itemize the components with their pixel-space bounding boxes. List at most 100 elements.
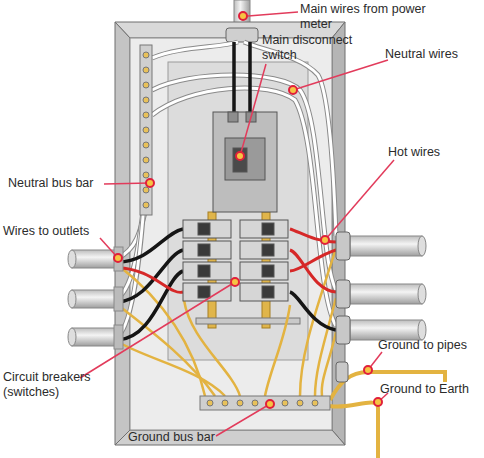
- red-hot-wire: [118, 268, 183, 292]
- black-hot-wire: [290, 292, 336, 330]
- main-breaker: [233, 148, 247, 172]
- circuit-breaker: [240, 262, 288, 280]
- leader-line: [104, 183, 150, 184]
- leader-line: [248, 12, 298, 16]
- neutral-bus-bar: [140, 45, 152, 215]
- ground-wire: [118, 248, 336, 396]
- circuit-breaker: [262, 223, 274, 235]
- ground-bus-bar: [297, 400, 303, 406]
- feeder-conduit: [336, 316, 350, 344]
- ground-electrode-wire: [330, 403, 378, 458]
- leader-line: [80, 12, 394, 436]
- callout-dot: [289, 86, 297, 94]
- callout-label: Hot wires: [388, 145, 482, 160]
- feeder-conduit: [418, 236, 426, 256]
- leader-line: [240, 64, 266, 156]
- outlet-conduit: [68, 328, 76, 346]
- circuit-breaker: [262, 265, 274, 277]
- callout-dot: [236, 152, 244, 160]
- outlet-conduit: [114, 325, 123, 349]
- ground-bus-bar: [200, 396, 330, 410]
- outlet-conduit: [72, 250, 118, 268]
- callout-dot: [231, 278, 239, 286]
- main-breaker: [213, 112, 277, 212]
- neutral-bus-bar: [143, 52, 149, 58]
- circuit-breaker: [183, 220, 231, 238]
- callout-label: Neutral bus bar: [8, 176, 108, 191]
- feeder-conduit: [350, 236, 422, 256]
- callout-label: Ground bus bar: [128, 430, 240, 445]
- callout-dot: [364, 366, 372, 374]
- circuit-breaker: [198, 223, 210, 235]
- neutral-bus-bar: [140, 45, 152, 215]
- circuit-breaker: [183, 241, 231, 259]
- callout-label: Circuit breakers (switches): [3, 370, 115, 400]
- feeder-conduit: [336, 280, 350, 308]
- red-hot-wire: [290, 250, 336, 271]
- feeder-conduit: [336, 232, 350, 260]
- circuit-breaker: [198, 244, 210, 256]
- neutral-wire: [152, 42, 238, 58]
- ground-wire: [184, 300, 240, 396]
- circuit-breaker: [240, 220, 288, 238]
- outlet-conduit: [72, 290, 118, 308]
- neutral-bus-bar: [143, 82, 149, 88]
- feeder-conduit: [418, 320, 426, 340]
- callout-dot: [266, 400, 274, 408]
- neutral-bus-bar: [143, 142, 149, 148]
- outlet-conduit: [114, 287, 123, 311]
- main-breaker: [225, 138, 265, 180]
- neutral-bus-bar: [143, 97, 149, 103]
- ground-bus-bar: [282, 400, 288, 406]
- callout-label: Main wires from power meter: [300, 2, 440, 32]
- circuit-breaker: [240, 283, 288, 301]
- neutral-bus-bar: [143, 127, 149, 133]
- circuit-breaker: [198, 286, 210, 298]
- circuit-breaker: [183, 220, 288, 301]
- outlet-conduit: [68, 290, 76, 308]
- feeder-conduit: [336, 362, 348, 382]
- circuit-breaker: [183, 283, 231, 301]
- callout-label: Wires to outlets: [3, 224, 115, 239]
- hot-bus-bar: [196, 318, 300, 324]
- feeder-conduit: [350, 320, 422, 340]
- leader-line: [325, 160, 394, 240]
- feeder-conduit: [418, 284, 426, 304]
- callout-dot: [114, 254, 122, 262]
- callout-dot: [239, 12, 247, 20]
- leader-line: [216, 404, 270, 436]
- leader-line: [80, 282, 235, 378]
- neutral-bus-bar: [143, 157, 149, 163]
- callout-label: Ground to Earth: [380, 382, 484, 397]
- callout-label: Neutral wires: [385, 47, 483, 62]
- neutral-wire: [152, 88, 336, 326]
- top-clamp: [226, 28, 258, 42]
- ground-bus-bar: [207, 400, 213, 406]
- ground-wire: [322, 332, 336, 396]
- panel-enclosure: [115, 430, 345, 445]
- ground-wire: [265, 305, 290, 396]
- black-hot-wire: [118, 250, 183, 302]
- black-hot-wire: [118, 271, 183, 340]
- callout-dot: [146, 179, 154, 187]
- black-hot-wire: [232, 42, 236, 114]
- feeder-conduit: [350, 284, 422, 304]
- neutral-bus-bar: [143, 172, 149, 178]
- main-breaker: [213, 112, 277, 212]
- callout-dot: [321, 236, 329, 244]
- outlet-conduit: [114, 247, 123, 271]
- ground-bus-bar: [252, 400, 258, 406]
- circuit-breaker: [262, 244, 274, 256]
- callout-label: Main disconnect switch: [262, 33, 370, 63]
- panel-enclosure: [115, 22, 345, 445]
- circuit-breaker: [262, 286, 274, 298]
- leader-line: [293, 60, 388, 90]
- neutral-wire: [152, 88, 336, 326]
- ground-bus-bar: [200, 396, 330, 410]
- ground-wire: [315, 298, 336, 396]
- callout-label: Ground to pipes: [378, 338, 483, 353]
- neutral-bus-bar: [143, 187, 149, 193]
- ground-bus-bar: [312, 400, 318, 406]
- neutral-wire: [152, 75, 336, 290]
- main-breaker: [228, 112, 238, 122]
